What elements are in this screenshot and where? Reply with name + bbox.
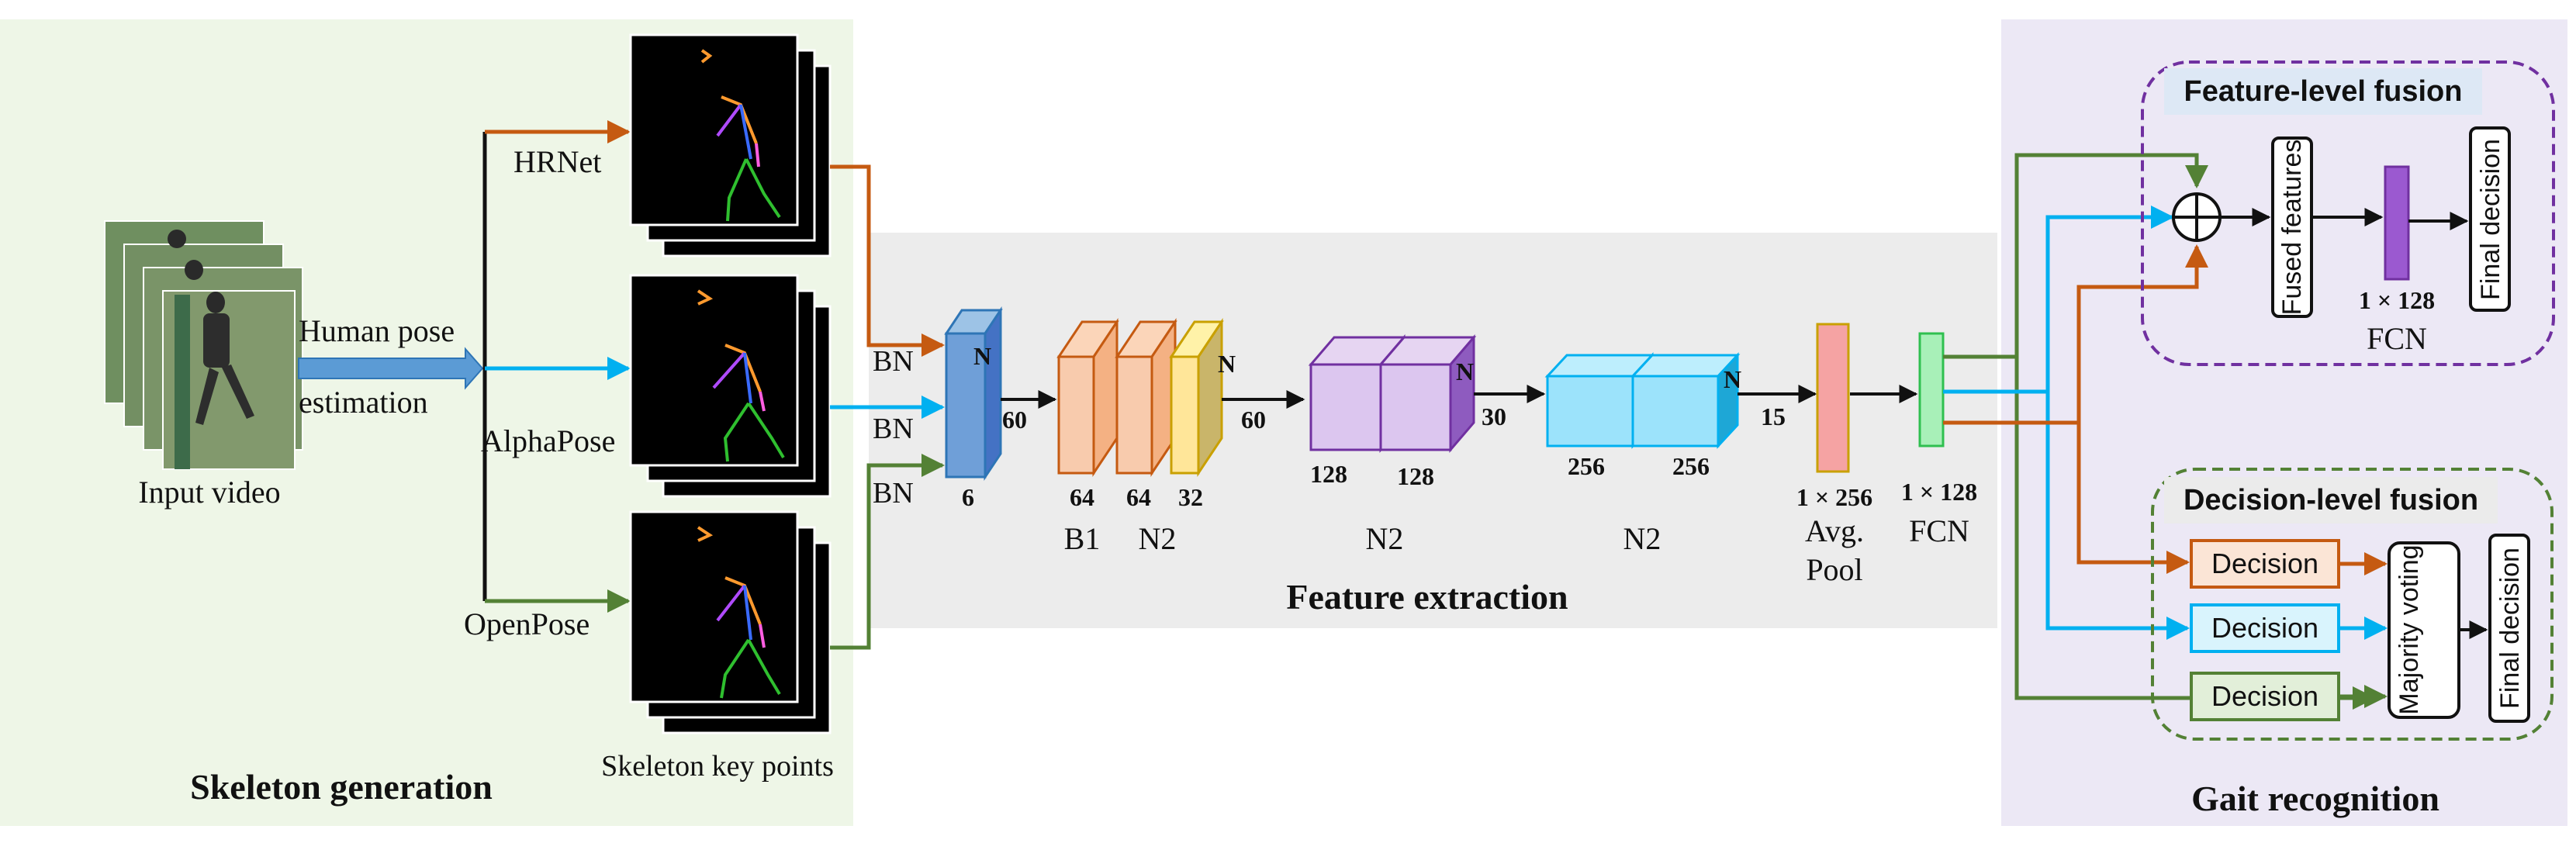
fcn-name: FCN xyxy=(1909,513,1969,548)
pose-estimation-line1: Human pose xyxy=(299,313,455,348)
block2-size-2: 128 xyxy=(1397,462,1434,490)
fcn-blue-output xyxy=(1943,206,2174,394)
block2-cubes xyxy=(1308,333,1477,454)
block2-name: N2 xyxy=(1366,521,1404,556)
fcn-size: 1 × 128 xyxy=(1901,478,1977,506)
block3-size-1: 256 xyxy=(1568,452,1605,480)
bn-block-out-label: 60 xyxy=(1002,406,1027,434)
gait-recognition-title: Gait recognition xyxy=(2191,779,2439,818)
feature-extraction-title: Feature extraction xyxy=(1286,577,1568,617)
avg-pool-block xyxy=(1816,323,1850,473)
pose-estimation-line2: estimation xyxy=(299,385,428,420)
block3-size-2: 256 xyxy=(1672,452,1710,480)
block1-size-3: 32 xyxy=(1178,483,1203,511)
feature-final-decision-box xyxy=(2469,126,2511,312)
avg-pool-line1: Avg. xyxy=(1805,513,1864,548)
fcn-blue-to-decision xyxy=(2045,392,2190,640)
feature-final-decision-label: Final decision xyxy=(2476,139,2505,300)
bn-label-1: BN xyxy=(873,345,914,378)
skeleton-stack-openpose xyxy=(629,510,832,734)
fusion-fcn-block xyxy=(2384,165,2410,281)
fcn-green-output xyxy=(1943,153,2208,359)
avg-pool-line2: Pool xyxy=(1806,552,1862,587)
block1-name-b1: B1 xyxy=(1064,521,1101,556)
skeleton-stack-alphapose xyxy=(629,274,832,498)
skeleton-generation-title: Skeleton generation xyxy=(190,767,493,807)
decision-box-orange xyxy=(2190,539,2340,589)
majority-voting-label: Majority voting xyxy=(2394,544,2424,714)
method-openpose: OpenPose xyxy=(464,606,590,641)
bn-block xyxy=(944,306,1003,481)
decision-final-box xyxy=(2488,534,2530,723)
decision-label-green: Decision xyxy=(2211,680,2318,712)
decision-label-blue: Decision xyxy=(2211,612,2318,644)
openpose-to-bn-connector xyxy=(830,454,945,650)
pose-estimation-arrow xyxy=(298,347,484,390)
decision-box-green xyxy=(2190,672,2340,721)
skeleton-stack-hrnet xyxy=(629,33,832,257)
fusion-fcn-size: 1 × 128 xyxy=(2359,286,2435,314)
feature-fusion-container xyxy=(2141,60,2555,366)
method-alphapose: AlphaPose xyxy=(481,423,615,458)
block3-cubes xyxy=(1544,352,1741,449)
input-video-frames xyxy=(104,220,303,470)
block3-out-label: 15 xyxy=(1761,403,1786,430)
fusion-fcn-name: FCN xyxy=(2367,321,2427,356)
block1-out-label: 60 xyxy=(1241,406,1266,434)
decision-fusion-container xyxy=(2151,468,2554,741)
block3-name: N2 xyxy=(1623,521,1661,556)
block2-out-label: 30 xyxy=(1482,403,1506,430)
block2-top-label: N xyxy=(1456,358,1474,385)
skeleton-keypoints-label: Skeleton key points xyxy=(601,750,834,783)
input-video-label: Input video xyxy=(138,475,280,510)
block1-size-1: 64 xyxy=(1070,483,1094,511)
fused-features-box xyxy=(2271,136,2313,318)
decision-fusion-title: Decision-level fusion xyxy=(2184,484,2478,517)
avg-pool-size: 1 × 256 xyxy=(1796,483,1872,511)
majority-voting-line1: Majority voting xyxy=(2394,544,2424,714)
bn-block-bottom-label: 6 xyxy=(962,483,974,511)
bn-label-2: BN xyxy=(873,413,914,445)
hrnet-to-bn-connector xyxy=(830,164,945,357)
fcn-orange-output xyxy=(1943,244,2208,425)
feature-fusion-title-bg xyxy=(2164,68,2482,115)
block1-cubes xyxy=(1056,318,1224,477)
block1-top-label: N xyxy=(1218,350,1236,378)
bn-label-3: BN xyxy=(873,477,914,510)
fcn-block xyxy=(1918,332,1945,447)
decision-final-label: Final decision xyxy=(2495,548,2525,709)
decision-fusion-title-bg xyxy=(2164,477,2498,523)
feature-fusion-title: Feature-level fusion xyxy=(2184,75,2463,108)
method-hrnet: HRNet xyxy=(513,144,601,179)
block1-name-n2: N2 xyxy=(1139,521,1177,556)
bn-block-top-label: N xyxy=(973,342,991,370)
block1-size-2: 64 xyxy=(1126,483,1151,511)
block2-size-1: 128 xyxy=(1310,460,1347,488)
decision-label-orange: Decision xyxy=(2211,548,2318,579)
decision-box-blue xyxy=(2190,603,2340,653)
fused-features-label: Fused features xyxy=(2277,140,2307,316)
fusion-sum-node xyxy=(2172,192,2222,242)
block3-top-label: N xyxy=(1724,365,1741,393)
